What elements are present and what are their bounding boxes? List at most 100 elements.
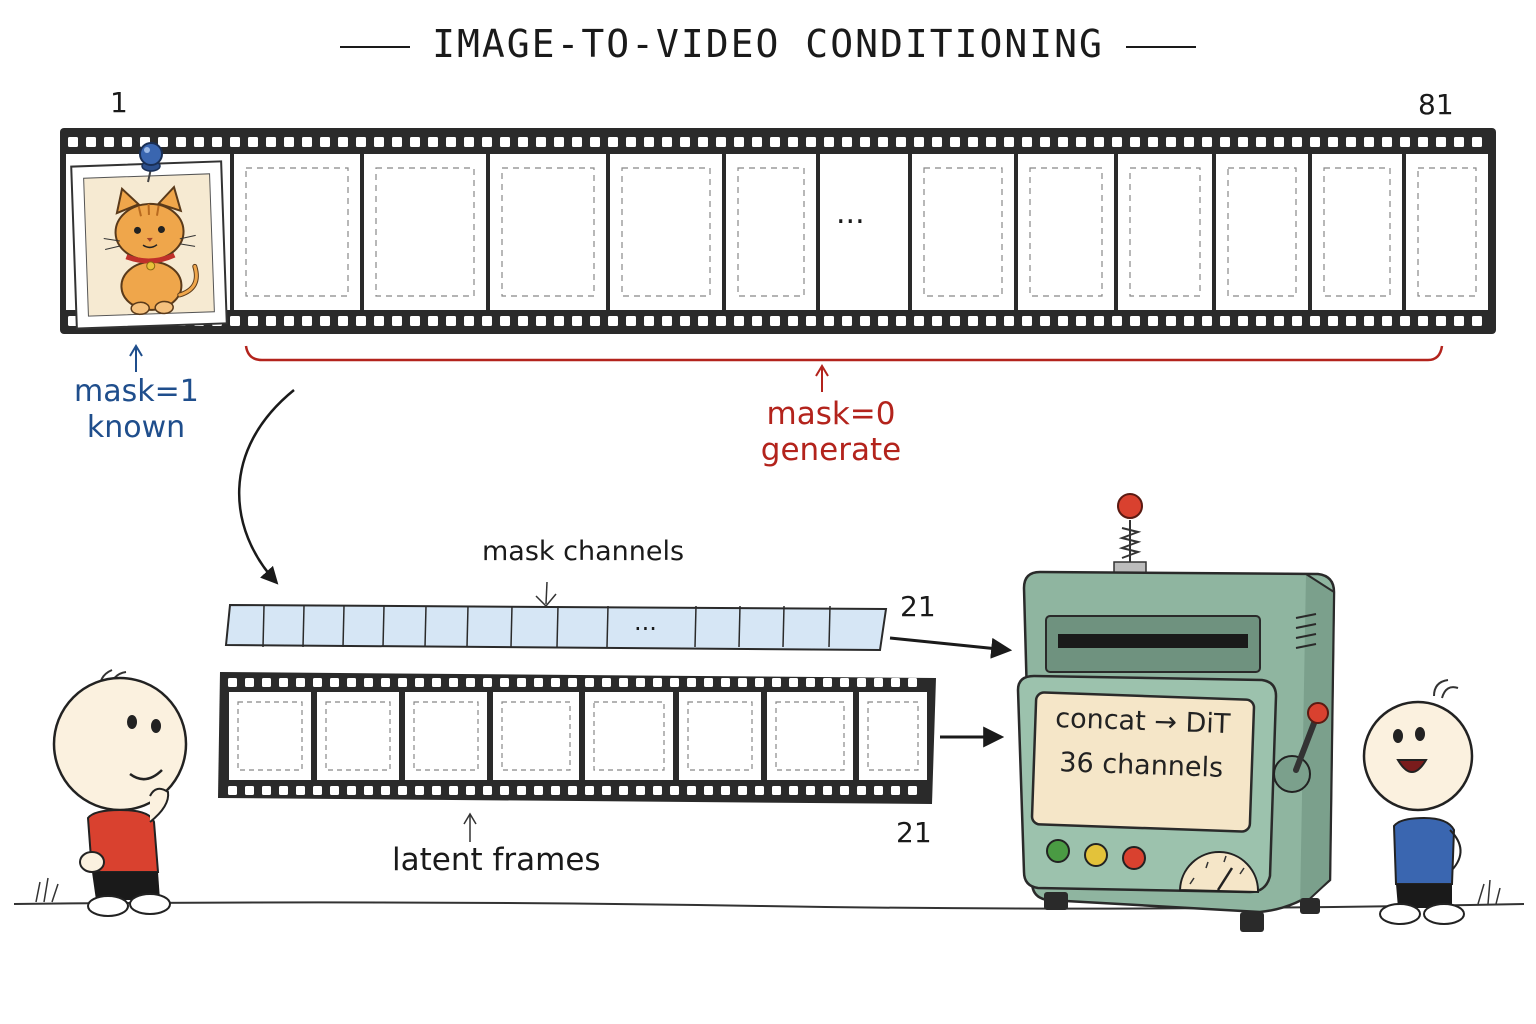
sprocket-hole <box>194 137 204 147</box>
mask-cell-divider <box>262 605 265 648</box>
sprocket-hole <box>840 678 849 687</box>
sprocket-hole <box>734 137 744 147</box>
sprocket-hole <box>1220 137 1230 147</box>
latent-frame-placeholder <box>237 701 303 771</box>
sprocket-hole <box>518 316 528 326</box>
sprocket-hole <box>842 316 852 326</box>
latent-frame-placeholder <box>867 701 919 771</box>
sprocket-hole <box>1130 137 1140 147</box>
sprocket-hole <box>698 316 708 326</box>
sprocket-hole <box>698 137 708 147</box>
sprocket-hole <box>230 137 240 147</box>
known-label-mask: mask=1 <box>74 374 199 409</box>
sprocket-hole <box>914 137 924 147</box>
sprocket-hole <box>602 678 611 687</box>
sprocket-hole <box>534 678 543 687</box>
latent-frame <box>405 692 487 780</box>
sprocket-hole <box>262 678 271 687</box>
sprocket-hole <box>1274 137 1284 147</box>
sprocket-hole <box>1202 316 1212 326</box>
mask-cell-divider <box>342 605 345 648</box>
sprocket-hole <box>572 316 582 326</box>
sprocket-hole <box>823 678 832 687</box>
sprocket-hole <box>482 137 492 147</box>
sprocket-hole <box>1076 316 1086 326</box>
sprocket-hole <box>320 137 330 147</box>
sprocket-hole <box>313 678 322 687</box>
sprocket-hole <box>284 137 294 147</box>
mask-cell-divider <box>782 605 785 648</box>
sprocket-hole <box>590 316 600 326</box>
sprocket-hole <box>752 316 762 326</box>
sprocket-hole <box>788 137 798 147</box>
machine-panel-line1: concat → DiT <box>1054 702 1231 741</box>
sprocket-hole <box>662 137 672 147</box>
sprocket-hole <box>446 137 456 147</box>
sprocket-hole <box>1112 316 1122 326</box>
sprocket-hole <box>878 137 888 147</box>
sprocket-hole <box>721 786 730 795</box>
sprocket-hole <box>536 137 546 147</box>
grass-tufts <box>35 877 1501 905</box>
sprocket-hole <box>266 316 276 326</box>
sprocket-hole <box>364 678 373 687</box>
sprocket-hole <box>432 678 441 687</box>
sprocket-hole <box>381 678 390 687</box>
sprocket-hole <box>1274 316 1284 326</box>
sprocket-hole <box>716 316 726 326</box>
sprocket-hole <box>302 316 312 326</box>
sprocket-hole <box>1400 137 1410 147</box>
curved-arrow-icon <box>238 389 295 585</box>
sprocket-hole <box>392 316 402 326</box>
sprocket-hole <box>381 786 390 795</box>
sprocket-hole <box>347 678 356 687</box>
latent-frame-placeholder <box>775 701 845 771</box>
mask-cell-divider <box>828 605 831 648</box>
sprocket-hole <box>1058 137 1068 147</box>
sprocket-hole <box>86 137 96 147</box>
sprocket-hole <box>245 678 254 687</box>
known-label-word: known <box>86 410 186 445</box>
generate-bracket <box>244 345 1444 392</box>
sprocket-hole <box>245 786 254 795</box>
sprocket-hole <box>1094 137 1104 147</box>
sprocket-hole <box>284 316 294 326</box>
sprocket-hole <box>1040 316 1050 326</box>
sprocket-hole <box>1004 316 1014 326</box>
film-frame <box>490 154 606 310</box>
sprocket-hole <box>619 786 628 795</box>
sprocket-hole <box>122 137 132 147</box>
sprocket-hole <box>860 316 870 326</box>
sprocket-hole <box>428 137 438 147</box>
sprocket-hole <box>1454 316 1464 326</box>
sprocket-hole <box>68 316 78 326</box>
first-frame-number: 1 <box>110 86 128 119</box>
sprocket-hole <box>932 137 942 147</box>
sprocket-hole <box>770 137 780 147</box>
sprocket-hole <box>432 786 441 795</box>
sprocket-hole <box>482 316 492 326</box>
sprocket-hole <box>554 137 564 147</box>
sprocket-hole <box>464 316 474 326</box>
arrow-right-icon <box>889 636 1013 659</box>
sprocket-hole <box>410 137 420 147</box>
sprocket-hole <box>680 137 690 147</box>
sprocket-hole <box>738 786 747 795</box>
film-frame <box>610 154 722 310</box>
sprocket-hole <box>1058 316 1068 326</box>
sprocket-hole <box>770 316 780 326</box>
gauge-icon <box>1178 851 1260 894</box>
sprocket-hole <box>823 786 832 795</box>
sprocket-hole <box>1022 316 1032 326</box>
sprocket-hole <box>1382 137 1392 147</box>
sprocket-hole <box>986 137 996 147</box>
generate-label-mask: mask=0 <box>766 396 896 432</box>
known-pointer <box>129 344 143 372</box>
machine-display-panel <box>1030 691 1256 833</box>
sprocket-hole <box>1292 316 1302 326</box>
sprocket-hole <box>279 786 288 795</box>
sprocket-hole <box>788 316 798 326</box>
sprocket-hole <box>789 786 798 795</box>
sprocket-hole <box>1220 316 1230 326</box>
